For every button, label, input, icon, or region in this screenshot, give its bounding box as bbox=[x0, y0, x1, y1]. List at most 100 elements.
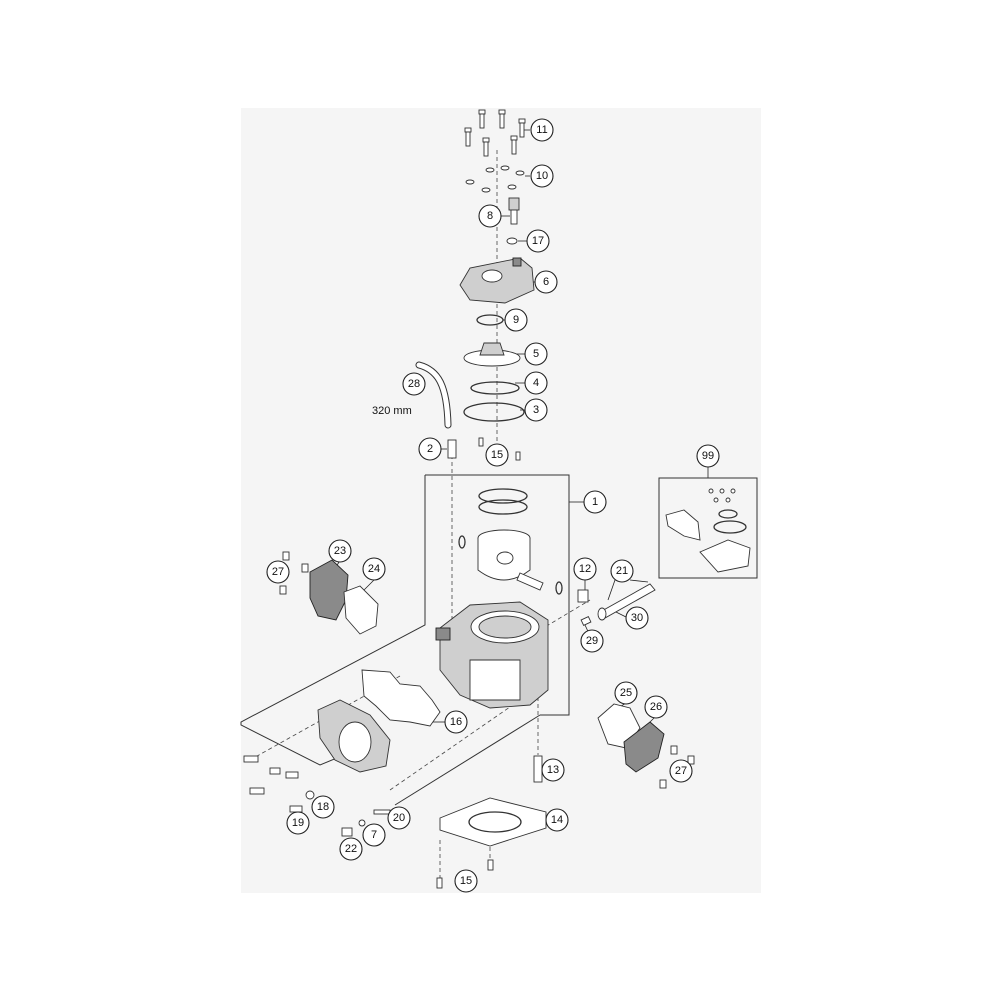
svg-text:12: 12 bbox=[579, 563, 591, 575]
o-ring-4 bbox=[470, 381, 520, 395]
gasket-kit-frame bbox=[658, 477, 758, 579]
svg-text:11: 11 bbox=[536, 124, 547, 136]
cover-23 bbox=[309, 559, 349, 621]
callout-17: 17 bbox=[526, 229, 550, 253]
gasket-kit-99-contents bbox=[665, 488, 751, 573]
svg-text:18: 18 bbox=[317, 801, 329, 813]
water-pipe-30 bbox=[597, 583, 656, 621]
circlip-left bbox=[458, 535, 466, 549]
exhaust-gasket-16 bbox=[361, 669, 441, 727]
callout-25: 25 bbox=[614, 681, 638, 705]
dowel-pin-15d bbox=[487, 859, 494, 871]
callout-21: 21 bbox=[610, 559, 634, 583]
callout-24: 24 bbox=[362, 557, 386, 581]
stud-13 bbox=[533, 755, 543, 783]
callout-16: 16 bbox=[444, 710, 468, 734]
svg-text:28: 28 bbox=[408, 378, 420, 390]
callout-12: 12 bbox=[573, 557, 597, 581]
screw-29 bbox=[580, 615, 592, 627]
svg-text:9: 9 bbox=[513, 314, 519, 326]
svg-text:21: 21 bbox=[616, 565, 628, 577]
o-ring-3 bbox=[463, 402, 525, 422]
callout-15-bottom: 15 bbox=[454, 869, 478, 893]
callout-27-right: 27 bbox=[669, 759, 693, 783]
svg-text:16: 16 bbox=[450, 716, 462, 728]
cylinder bbox=[435, 601, 549, 709]
callout-26: 26 bbox=[644, 695, 668, 719]
svg-text:15: 15 bbox=[491, 449, 503, 461]
svg-text:22: 22 bbox=[345, 843, 357, 855]
cylinder-head-6 bbox=[459, 257, 535, 304]
callout-10: 10 bbox=[530, 164, 554, 188]
callout-30: 30 bbox=[625, 606, 649, 630]
svg-text:5: 5 bbox=[533, 348, 539, 360]
svg-text:14: 14 bbox=[551, 814, 563, 826]
callout-1: 1 bbox=[583, 490, 607, 514]
callout-6: 6 bbox=[534, 270, 558, 294]
base-gasket-14 bbox=[439, 797, 547, 847]
screw-set-27a bbox=[279, 551, 309, 595]
callout-9: 9 bbox=[504, 308, 528, 332]
svg-text:13: 13 bbox=[547, 764, 559, 776]
svg-text:19: 19 bbox=[292, 817, 304, 829]
gasket-24 bbox=[343, 585, 379, 635]
svg-text:24: 24 bbox=[368, 563, 380, 575]
svg-text:1: 1 bbox=[592, 496, 598, 508]
hose-length-label: 320 mm bbox=[372, 405, 412, 417]
callout-15-top: 15 bbox=[485, 443, 509, 467]
svg-text:8: 8 bbox=[487, 210, 493, 222]
svg-text:2: 2 bbox=[427, 443, 433, 455]
callout-27-left: 27 bbox=[266, 560, 290, 584]
svg-text:15: 15 bbox=[460, 875, 472, 887]
dowel-pin-15a bbox=[478, 437, 484, 447]
lower-left-bolts bbox=[243, 755, 391, 837]
callout-8: 8 bbox=[478, 204, 502, 228]
piston-pin bbox=[516, 572, 544, 591]
dowel-pin-15b bbox=[515, 451, 521, 461]
circlip-right bbox=[555, 581, 563, 595]
svg-text:17: 17 bbox=[532, 235, 544, 247]
svg-text:4: 4 bbox=[533, 377, 539, 389]
seal-ring-17 bbox=[506, 237, 518, 245]
nipple-2 bbox=[447, 439, 457, 459]
svg-text:99: 99 bbox=[702, 450, 714, 462]
svg-text:10: 10 bbox=[536, 170, 548, 182]
callout-5: 5 bbox=[524, 342, 548, 366]
cover-26 bbox=[623, 721, 665, 773]
callout-22: 22 bbox=[339, 837, 363, 861]
svg-text:30: 30 bbox=[631, 612, 643, 624]
callout-29: 29 bbox=[580, 629, 604, 653]
callout-18: 18 bbox=[311, 795, 335, 819]
nut-12 bbox=[577, 589, 589, 603]
piston bbox=[477, 529, 531, 581]
svg-text:26: 26 bbox=[650, 701, 662, 713]
bolt-set-11 bbox=[464, 109, 526, 157]
head-insert-5 bbox=[463, 342, 521, 367]
svg-text:20: 20 bbox=[393, 812, 405, 824]
cylinder-group-frame bbox=[240, 474, 570, 806]
washer-set-10 bbox=[465, 165, 525, 193]
callout-3: 3 bbox=[524, 398, 548, 422]
svg-text:29: 29 bbox=[586, 635, 598, 647]
callout-7: 7 bbox=[362, 823, 386, 847]
callout-14: 14 bbox=[545, 808, 569, 832]
callout-99: 99 bbox=[696, 444, 720, 468]
svg-text:7: 7 bbox=[371, 829, 377, 841]
svg-text:27: 27 bbox=[675, 765, 687, 777]
callout-13: 13 bbox=[541, 758, 565, 782]
callout-11: 11 bbox=[530, 118, 554, 142]
svg-text:25: 25 bbox=[620, 687, 632, 699]
callout-23: 23 bbox=[328, 539, 352, 563]
gasket-25 bbox=[597, 703, 641, 749]
svg-text:23: 23 bbox=[334, 545, 346, 557]
callout-4: 4 bbox=[524, 371, 548, 395]
svg-text:6: 6 bbox=[543, 276, 549, 288]
svg-text:3: 3 bbox=[533, 404, 539, 416]
callout-19: 19 bbox=[286, 811, 310, 835]
screw-set-27b bbox=[659, 745, 695, 789]
o-ring-9 bbox=[476, 314, 504, 326]
callout-28: 28 bbox=[402, 372, 426, 396]
piston-rings bbox=[478, 488, 528, 515]
temperature-sensor-8 bbox=[508, 197, 520, 225]
